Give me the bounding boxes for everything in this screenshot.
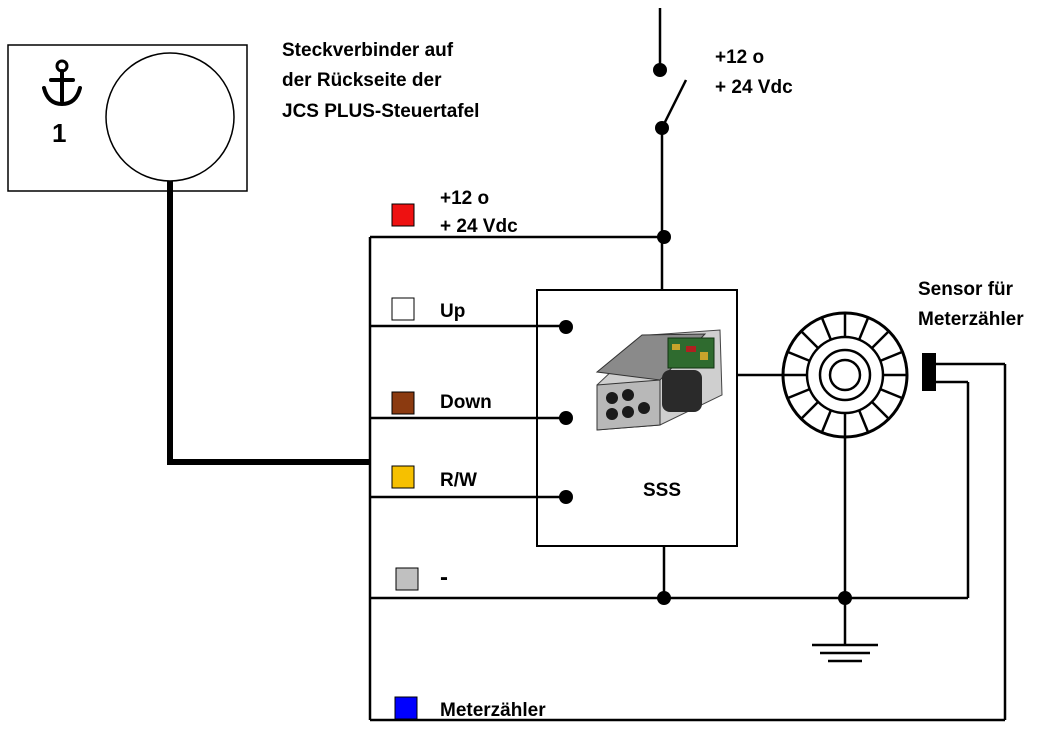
- supply-wire-label-1: +12 o: [440, 188, 489, 209]
- supply-wire-label-2: + 24 Vdc: [440, 216, 518, 237]
- connector-label-line-1: Steckverbinder auf: [282, 40, 454, 61]
- sss-device-image: [595, 329, 723, 431]
- sensor-label-line-2: Meterzähler: [918, 309, 1024, 330]
- winch-motor-icon: [737, 311, 909, 645]
- supply-switch: [653, 8, 688, 290]
- minus-wire-label: -: [440, 564, 448, 591]
- connector-label-line-3: JCS PLUS-Steuertafel: [282, 101, 479, 122]
- connector-socket: [105, 52, 235, 182]
- down-color-swatch: [391, 391, 415, 415]
- sss-unit-label: SSS: [643, 480, 681, 501]
- anchor-icon: [42, 59, 82, 107]
- supply-color-swatch: [391, 203, 415, 227]
- connector-label-line-2: der Rückseite der: [282, 70, 442, 91]
- up-color-swatch: [391, 297, 415, 321]
- connector-cable: [167, 181, 370, 465]
- counter-sensor-icon: [922, 353, 1007, 720]
- sensor-label-line-1: Sensor für: [918, 279, 1014, 300]
- switch-supply-line-2: + 24 Vdc: [715, 77, 793, 98]
- connector-label: Steckverbinder auf der Rückseite der JCS…: [282, 40, 479, 122]
- up-wire-label: Up: [440, 301, 465, 322]
- minus-color-swatch: [395, 567, 419, 591]
- counter-color-swatch: [394, 696, 418, 720]
- connector-box: 1: [7, 44, 248, 192]
- counter-wire-label: Meterzähler: [440, 700, 546, 721]
- down-wire-label: Down: [440, 392, 492, 413]
- anchor-number: 1: [52, 118, 66, 148]
- switch-supply-line-1: +12 o: [715, 47, 764, 68]
- rw-wire-label: R/W: [440, 470, 477, 491]
- rw-color-swatch: [391, 465, 415, 489]
- ground-icon: [812, 643, 878, 663]
